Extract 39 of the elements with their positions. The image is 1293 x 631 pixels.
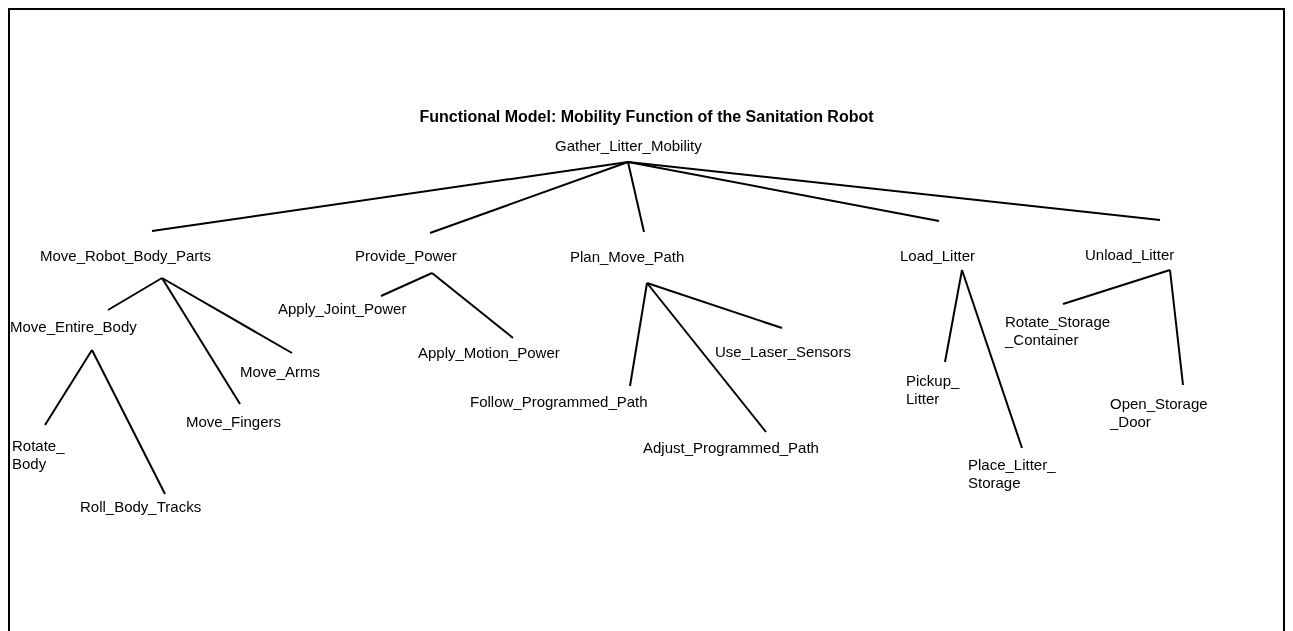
connector-line [627,161,645,233]
connector-line [380,272,433,297]
connector-line [161,277,241,405]
connector-line [1169,269,1184,386]
function-label: Open_Storage _Door [1110,395,1209,431]
function-label: Apply_Motion_Power [418,344,560,362]
connector-line [629,282,648,387]
function-label: Follow_Programmed_Path [470,393,648,411]
connector-line [1062,269,1171,305]
connector-line [44,349,93,426]
diagram-title: Functional Model: Mobility Function of the Sanitation Robot [418,107,875,127]
connector-line [91,349,166,495]
function-label: Apply_Joint_Power [278,300,407,318]
function-label: Pickup_ Litter [906,372,961,408]
connector-line [627,161,1161,221]
connector-line [646,282,767,433]
function-label: Load_Litter [900,247,976,265]
function-label: Unload_Litter [1085,246,1175,264]
function-label: Roll_Body_Tracks [80,498,202,516]
function-label: Move_Fingers [186,413,282,431]
function-label: Move_Entire_Body [10,318,137,336]
connector-line [961,269,1023,449]
connector-line [944,269,963,363]
connector-line [429,161,629,234]
connector-line [161,277,293,354]
connector-line [646,282,783,329]
function-label: Rotate_Storage _Container [1005,313,1112,349]
function-label: Gather_Litter_Mobility [555,137,702,155]
connector-line [151,161,629,232]
function-label: Plan_Move_Path [570,248,685,266]
function-label: Move_Robot_Body_Parts [40,247,211,265]
function-label: Adjust_Programmed_Path [643,439,819,457]
function-label: Use_Laser_Sensors [715,343,851,361]
function-label: Place_Litter_ Storage [968,456,1057,492]
connector-line [107,277,163,311]
function-label: Move_Arms [240,363,321,381]
function-label: Provide_Power [355,247,457,265]
function-label: Rotate_ Body [12,437,66,473]
connector-line [431,272,514,339]
